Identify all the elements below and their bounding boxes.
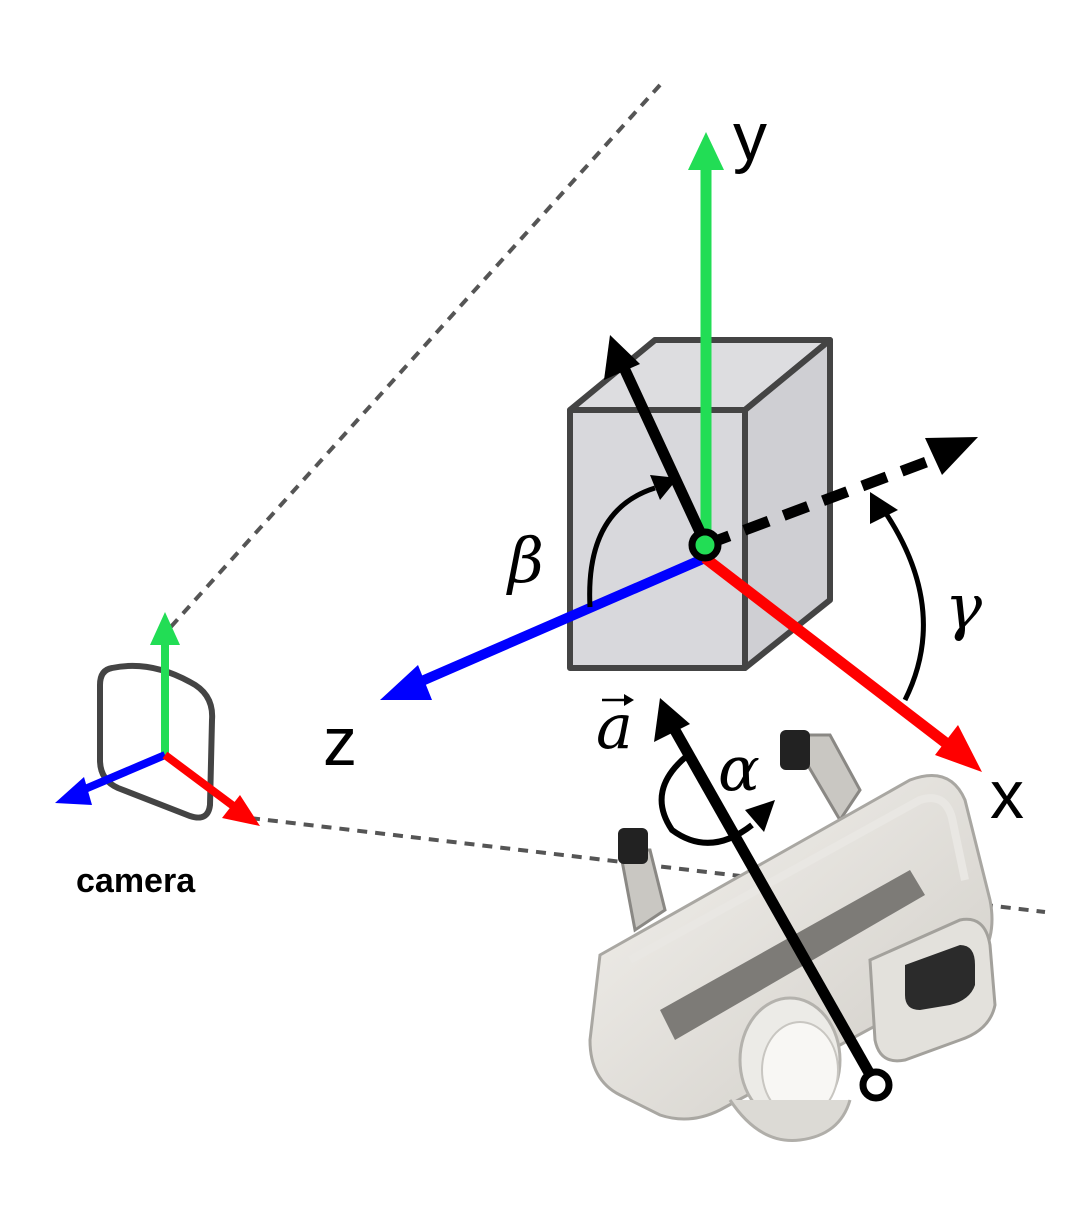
object-direction-line (620, 367, 711, 548)
y-axis-label: y (733, 99, 767, 175)
beta-arrowhead (650, 475, 678, 500)
gamma-label: γ (945, 570, 983, 643)
gamma-arrowhead (870, 492, 898, 524)
camera-label: camera (76, 862, 196, 900)
vector-a-overarrow (602, 694, 634, 706)
view-line-upper (166, 83, 662, 632)
alpha-arc (658, 752, 754, 846)
alpha-arrowhead (745, 800, 775, 832)
x-axis-label: x (990, 757, 1024, 833)
z-axis-line (413, 553, 707, 689)
beta-arc (587, 485, 656, 608)
vector-a-line (667, 722, 881, 1088)
x-axis-line (701, 553, 959, 755)
camera-frame-icon (55, 612, 260, 826)
y-axis-arrowhead (688, 132, 724, 170)
dashed-arrowhead (925, 437, 978, 475)
handheld-device-image (588, 730, 997, 1142)
alpha-label: α (718, 732, 760, 805)
gamma-arc (882, 510, 926, 702)
object-direction-arrowhead (604, 335, 640, 380)
z-axis-label: z (323, 704, 357, 780)
dashed-direction-arrow (703, 449, 947, 551)
device-origin-marker (859, 1068, 893, 1102)
z-axis-arrowhead (380, 665, 432, 700)
x-axis-arrowhead (935, 725, 982, 772)
object-origin-marker (688, 528, 722, 562)
beta-label: β (506, 524, 544, 597)
vector-a-arrowhead (654, 698, 690, 742)
